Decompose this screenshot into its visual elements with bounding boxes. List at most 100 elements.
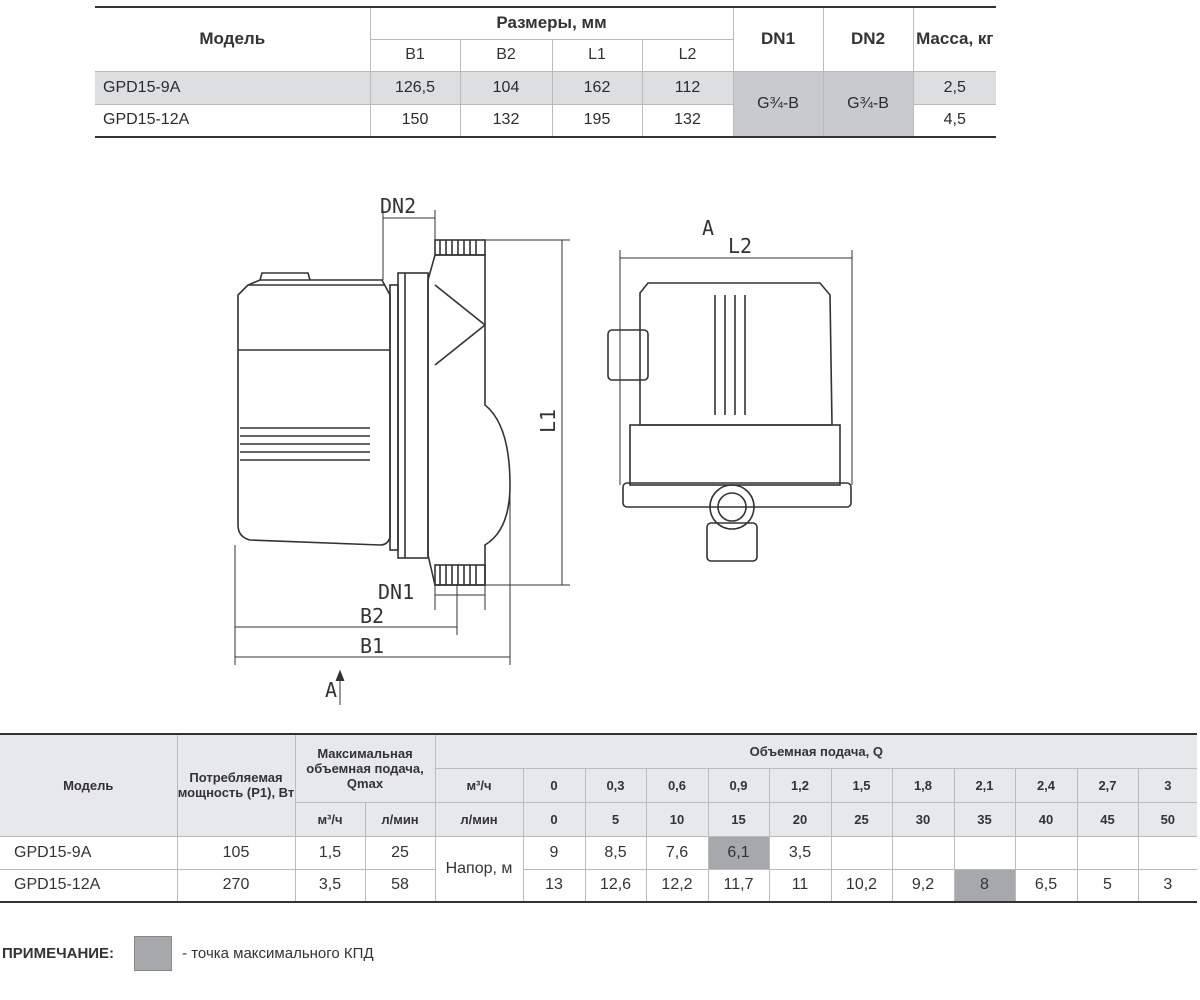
cell-head bbox=[1137, 835, 1198, 869]
cell-l1: 195 bbox=[551, 103, 642, 137]
cell-b2: 104 bbox=[459, 70, 552, 104]
cell-head: 8 bbox=[953, 868, 1015, 902]
header-model: Модель bbox=[0, 734, 177, 836]
cell-qmax-m3h: 3,5 bbox=[294, 868, 365, 902]
header-flow-lmin: 40 bbox=[1014, 801, 1077, 836]
cell-head: 13 bbox=[522, 868, 585, 902]
header-flow-m3h: 0 bbox=[522, 767, 585, 802]
header-power: Потребляемая мощность (P1), Вт bbox=[176, 734, 295, 836]
cell-l2: 132 bbox=[641, 103, 734, 137]
header-flow-lmin: 50 bbox=[1137, 801, 1198, 836]
label-l1: L1 bbox=[536, 409, 560, 433]
flange bbox=[389, 284, 399, 551]
inlet-thread bbox=[434, 564, 486, 586]
header-flow-m3h: 1,8 bbox=[891, 767, 954, 802]
pump-side-view bbox=[237, 239, 511, 586]
cell-l2: 112 bbox=[641, 70, 734, 104]
header-flow-m3h: 0,3 bbox=[584, 767, 646, 802]
table-row: GPD15-9A 126,5 104 162 112 G¾-B G¾-B 2,5 bbox=[95, 70, 997, 137]
port-circle-inner bbox=[717, 492, 747, 522]
header-flow-m3h: 2,1 bbox=[953, 767, 1015, 802]
cell-head bbox=[1076, 835, 1138, 869]
header-sizes: Размеры, мм bbox=[369, 7, 734, 39]
motor-housing bbox=[237, 279, 391, 546]
cell-head: 10,2 bbox=[830, 868, 892, 902]
cell-head: 6,5 bbox=[1014, 868, 1077, 902]
port-circle bbox=[709, 484, 755, 530]
header-flow-lmin: 30 bbox=[891, 801, 954, 836]
cell-head: 6,1 bbox=[707, 835, 769, 869]
cell-head: 8,5 bbox=[584, 835, 646, 869]
header-qmax: Максимальная объемная подача, Qmax bbox=[294, 734, 435, 802]
label-b1: B1 bbox=[360, 634, 384, 658]
cell-power: 270 bbox=[176, 868, 295, 902]
cell-head bbox=[953, 835, 1015, 869]
cell-b2: 132 bbox=[459, 103, 552, 137]
header-dn2: DN2 bbox=[822, 7, 914, 71]
drawing-labels: DN2 DN1 B2 B1 L1 L2 A A bbox=[325, 194, 752, 702]
header-flow-lmin: 45 bbox=[1076, 801, 1138, 836]
dimension-lines bbox=[234, 210, 570, 705]
dimension-lines bbox=[619, 250, 853, 485]
table-row: GPD15-12A 150 132 195 132 4,5 bbox=[95, 103, 997, 137]
header-b2: B2 bbox=[459, 38, 552, 71]
header-flow-lmin: 35 bbox=[953, 801, 1015, 836]
header-flow-m3h: 2,4 bbox=[1014, 767, 1077, 802]
cell-head: 3 bbox=[1137, 868, 1198, 902]
header-qmax-m3h: м³/ч bbox=[294, 801, 365, 836]
dimensions-table: Модель Размеры, мм DN1 DN2 Масса, кг B1 … bbox=[95, 6, 997, 138]
body-line bbox=[434, 284, 486, 326]
pump-front-body bbox=[629, 424, 841, 486]
cell-mass: 4,5 bbox=[912, 103, 997, 137]
cell-mass: 2,5 bbox=[912, 70, 997, 104]
note: ПРИМЕЧАНИЕ: - точка максимального КПД bbox=[0, 935, 374, 971]
header-flow-m3h: 1,5 bbox=[830, 767, 892, 802]
header-flow-lmin: 10 bbox=[645, 801, 708, 836]
header-flow-lmin: 15 bbox=[707, 801, 769, 836]
flange-inner bbox=[397, 272, 429, 559]
label-view-a-top: A bbox=[702, 216, 714, 240]
cell-qmax-lmin: 25 bbox=[364, 835, 435, 869]
pump-body bbox=[427, 254, 511, 586]
cell-b1: 150 bbox=[369, 103, 460, 137]
cell-qmax-lmin: 58 bbox=[364, 868, 435, 902]
cell-head bbox=[1014, 835, 1077, 869]
header-flow-lmin: 25 bbox=[830, 801, 892, 836]
cell-head: 7,6 bbox=[645, 835, 708, 869]
thread-lines bbox=[439, 565, 477, 585]
header-unit-lmin: л/мин bbox=[434, 801, 523, 836]
cell-model: GPD15-12A bbox=[95, 103, 370, 137]
label-b2: B2 bbox=[360, 604, 384, 628]
cell-b1: 126,5 bbox=[369, 70, 460, 104]
performance-table: Модель Потребляемая мощность (P1), Вт Ма… bbox=[0, 733, 1198, 903]
header-flow-m3h: 0,9 bbox=[707, 767, 769, 802]
header-flow-lmin: 0 bbox=[522, 801, 585, 836]
cell-head: 9 bbox=[522, 835, 585, 869]
note-label: ПРИМЕЧАНИЕ: bbox=[2, 944, 115, 962]
cell-head bbox=[891, 835, 954, 869]
header-dn1: DN1 bbox=[732, 7, 824, 71]
cell-dn1: G¾-B bbox=[732, 70, 824, 137]
cell-qmax-m3h: 1,5 bbox=[294, 835, 365, 869]
cell-head bbox=[830, 835, 892, 869]
outlet-thread bbox=[434, 239, 486, 256]
header-flow-m3h: 1,2 bbox=[768, 767, 831, 802]
label-dn1: DN1 bbox=[378, 580, 414, 604]
body-line bbox=[434, 324, 486, 366]
header-l1: L1 bbox=[551, 38, 642, 71]
motor-front bbox=[639, 282, 833, 426]
motor-top bbox=[259, 272, 311, 281]
label-l2: L2 bbox=[728, 234, 752, 258]
header-model: Модель bbox=[199, 29, 266, 49]
pump-drawing: DN2 DN1 B2 B1 L1 L2 A A bbox=[234, 194, 853, 705]
cell-head: 11,7 bbox=[707, 868, 769, 902]
header-mass: Масса, кг bbox=[912, 7, 997, 71]
note-text: - точка максимального КПД bbox=[182, 944, 374, 962]
cell-dn2: G¾-B bbox=[822, 70, 914, 137]
terminal-box bbox=[607, 329, 649, 381]
cell-model: GPD15-9A bbox=[0, 835, 177, 869]
header-flow: Объемная подача, Q bbox=[434, 734, 1198, 768]
cell-head: 9,2 bbox=[891, 868, 954, 902]
